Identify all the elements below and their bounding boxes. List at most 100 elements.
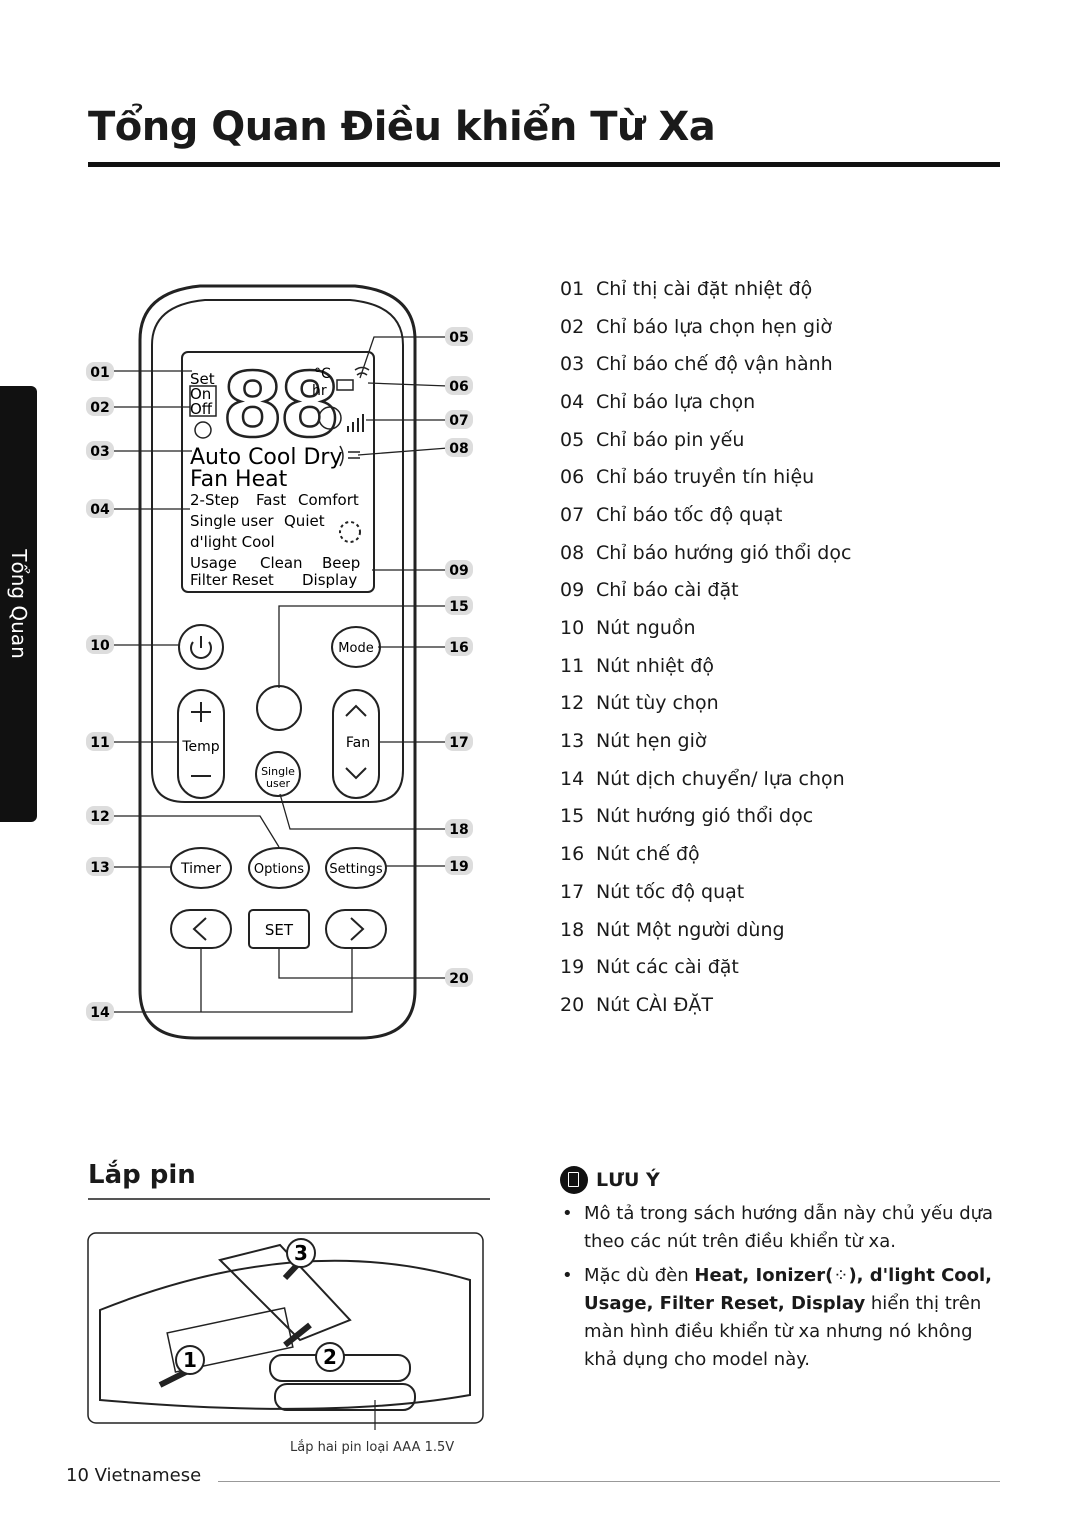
lcd-screen xyxy=(181,351,375,593)
legend-text: Chỉ báo chế độ vận hành xyxy=(596,353,833,376)
chevron-left-icon xyxy=(192,917,207,941)
side-tab-label: Tổng Quan xyxy=(6,549,31,659)
legend-row: 19 Nút các cài đặt xyxy=(560,948,1020,986)
battery-diagram: 1 2 3 xyxy=(87,1232,484,1430)
callout-10: 10 xyxy=(90,638,110,654)
temp-plus-minus-icon xyxy=(191,702,211,777)
ionizer-icon xyxy=(339,521,361,543)
note-list: Mô tả trong sách hướng dẫn này chủ yếu d… xyxy=(560,1200,1010,1380)
lcd-single-user: Single user xyxy=(190,512,274,530)
callout-17: 17 xyxy=(449,735,468,751)
footer: 10 Vietnamese xyxy=(66,1465,201,1486)
legend-number: 05 xyxy=(560,428,585,451)
step-3-label: 3 xyxy=(294,1241,308,1265)
settings-button xyxy=(325,847,387,889)
page-title: Tổng Quan Điều khiển Từ Xa xyxy=(88,104,716,150)
callout-07: 07 xyxy=(449,413,468,429)
settings-button-label: Settings xyxy=(329,862,383,877)
legend-number: 04 xyxy=(560,390,585,413)
legend-number: 02 xyxy=(560,315,585,338)
remote-back-outline xyxy=(99,1259,471,1410)
callout-08: 08 xyxy=(449,441,468,457)
note-item-2-bold1: Heat, Ionizer( xyxy=(694,1265,834,1286)
callout-05: 05 xyxy=(449,330,468,346)
title-rule xyxy=(88,162,1000,167)
section-title-battery: Lắp pin xyxy=(88,1160,196,1190)
battery-2 xyxy=(274,1383,416,1411)
temp-label: Temp xyxy=(181,739,219,755)
legend-text: Nút các cài đặt xyxy=(596,956,739,979)
legend-row: 03 Chỉ báo chế độ vận hành xyxy=(560,345,1020,383)
note-item-2-prefix: Mặc dù đèn xyxy=(584,1265,695,1286)
legend-number: 14 xyxy=(560,767,585,790)
legend-row: 15 Nút hướng gió thổi dọc xyxy=(560,798,1020,836)
legend-number: 06 xyxy=(560,466,585,489)
fan-label: Fan xyxy=(346,735,370,751)
step-1-label: 1 xyxy=(183,1348,197,1372)
lcd-fast: Fast xyxy=(256,491,286,509)
remote-inner-panel xyxy=(151,299,404,803)
side-tab: Tổng Quan xyxy=(0,386,37,822)
legend-text: Nút dịch chuyển/ lựa chọn xyxy=(596,767,845,790)
swing-button xyxy=(256,685,302,731)
legend-number: 13 xyxy=(560,730,585,753)
footer-language: Vietnamese xyxy=(94,1465,202,1486)
callout-03: 03 xyxy=(90,444,109,460)
legend-text: Chỉ báo cài đặt xyxy=(596,579,739,602)
lcd-off-label: Off xyxy=(190,400,213,418)
lcd-dlight-cool: d'light Cool xyxy=(190,533,275,551)
options-button-label: Options xyxy=(254,862,304,877)
fan-icon xyxy=(318,406,342,430)
legend-text: Chỉ báo truyền tín hiệu xyxy=(596,466,815,489)
callout-09: 09 xyxy=(449,563,468,579)
step-2-label: 2 xyxy=(323,1345,337,1369)
lcd-modes-line1: Auto Cool Dry xyxy=(190,445,342,470)
legend-number: 07 xyxy=(560,503,585,526)
battery-cover xyxy=(218,1243,352,1342)
legend-number: 11 xyxy=(560,654,585,677)
lcd-on-label: On xyxy=(190,385,211,403)
callout-19: 19 xyxy=(449,859,468,875)
battery-low-icon xyxy=(336,379,354,391)
airflow-icon xyxy=(339,445,360,467)
note-item-2: Mặc dù đèn Heat, Ionizer(⁘), d'light Coo… xyxy=(560,1262,1010,1374)
legend-text: Nút nguồn xyxy=(596,617,696,640)
lcd-2step: 2-Step xyxy=(190,491,239,509)
fan-rocker xyxy=(332,689,380,799)
legend-text: Nút hướng gió thổi dọc xyxy=(596,805,814,828)
callout-16: 16 xyxy=(449,640,468,656)
lcd-quiet: Quiet xyxy=(284,512,325,530)
legend-number: 03 xyxy=(560,353,585,376)
legend-number: 15 xyxy=(560,805,585,828)
callout-11: 11 xyxy=(90,735,109,751)
callout-20: 20 xyxy=(449,971,469,987)
legend-number: 09 xyxy=(560,579,585,602)
battery-caption: Lắp hai pin loại AAA 1.5V xyxy=(290,1440,455,1455)
callout-04: 04 xyxy=(90,502,110,518)
legend-row: 09 Chỉ báo cài đặt xyxy=(560,572,1020,610)
legend-number: 19 xyxy=(560,956,585,979)
legend-number: 08 xyxy=(560,541,585,564)
chevron-right-icon xyxy=(350,917,365,941)
left-button xyxy=(170,909,232,949)
legend-text: Chỉ báo tốc độ quạt xyxy=(596,503,783,526)
footer-page-number: 10 xyxy=(66,1465,89,1486)
lcd-display: Display xyxy=(302,571,357,589)
callout-15: 15 xyxy=(449,599,468,615)
note-item-2-bold2: ), d'light Cool, Usage, Filter Reset, Di… xyxy=(584,1265,993,1314)
lcd-modes-line2: Fan Heat xyxy=(190,467,288,492)
note-header: LƯU Ý xyxy=(560,1166,660,1194)
legend-number: 20 xyxy=(560,993,585,1016)
legend-number: 12 xyxy=(560,692,585,715)
single-user-label-2: user xyxy=(266,777,290,790)
